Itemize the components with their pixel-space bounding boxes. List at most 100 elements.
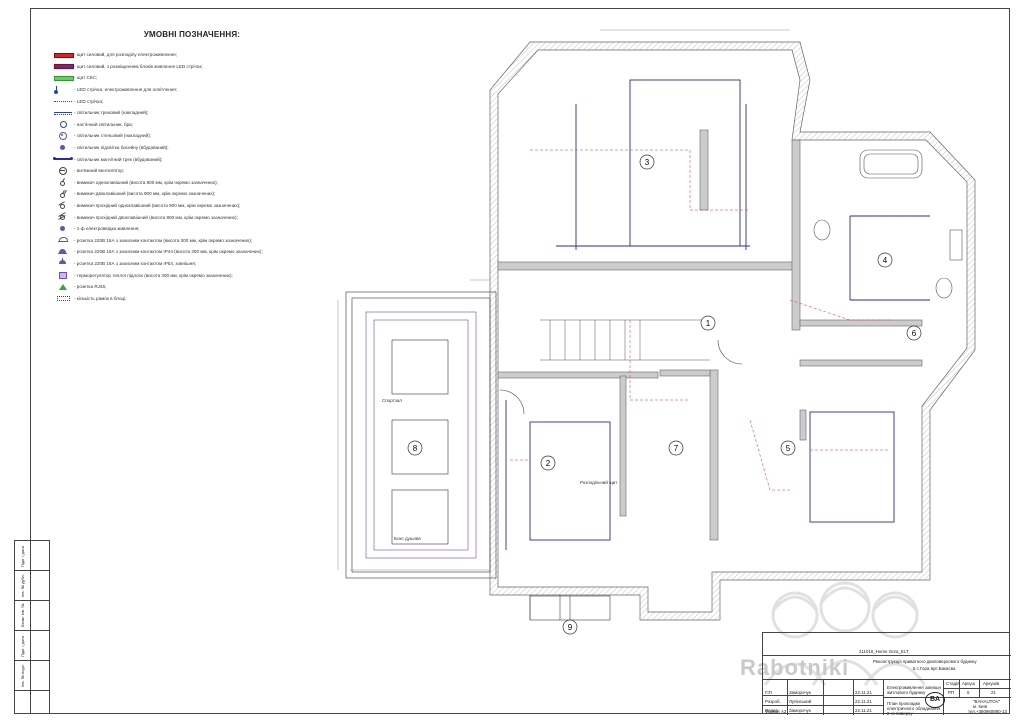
stage-value: РП <box>948 690 955 695</box>
pool-light-icon <box>52 143 74 153</box>
room-number: 5 <box>786 444 791 453</box>
room-number: 3 <box>645 158 650 167</box>
room4-track <box>849 215 930 301</box>
room-marker-4: 4 <box>877 252 893 268</box>
ceiling-light-icon <box>52 131 74 141</box>
legend-item: - LED стрічка; <box>52 95 292 107</box>
legend-item-text: - терморегулятор теплої підлоги (висота … <box>74 272 233 278</box>
legend-item: - кількість рамок в блоці; <box>52 292 292 304</box>
legend-item-text: - щит силовий, для розподілу електроживл… <box>74 52 177 58</box>
legend-item-text: - розетка RJ45; <box>74 284 107 290</box>
approval-cell-label: Взам. інв. № <box>20 603 25 627</box>
legend-list: - щит силовий, для розподілу електроживл… <box>52 49 292 304</box>
watermark-text: Rabotniki <box>740 655 850 680</box>
approval-cell: Підп. і дата <box>15 541 49 571</box>
company-city: м. Київ <box>973 704 988 709</box>
title-block: 211016_Home Gora_ELT Реконструкція прива… <box>762 632 1011 716</box>
panel-scs-icon <box>52 73 74 83</box>
project-name: Реконструкція приватного двоповерхового … <box>873 659 977 664</box>
company-logo: BA <box>925 692 945 708</box>
name-1: Заморочук <box>789 690 811 695</box>
box-label: Бокс душова <box>394 536 421 541</box>
section-name: Електроживлення зовнішн житлового будинк… <box>887 685 941 695</box>
legend-item: - щит силовий, з розміщенням блоків живл… <box>52 61 292 73</box>
panel-led-icon <box>52 61 74 71</box>
role-3: Перев. <box>765 708 780 713</box>
legend: УМОВНІ ПОЗНАЧЕННЯ: - щит силовий, для ро… <box>52 30 292 304</box>
room3-track <box>556 79 750 250</box>
sheet-frame <box>30 8 1010 714</box>
wall-light-icon <box>52 119 74 129</box>
legend-item: - розетка RJ45; <box>52 281 292 293</box>
sheet-name: План прокладки електричного обладнання 2… <box>887 701 940 716</box>
approval-cell-label: Підп. і дата <box>20 636 25 657</box>
legend-item: - розетка 220В 16А з захисним контактом … <box>52 235 292 247</box>
approval-cell-label: Підп. і дата <box>20 546 25 567</box>
legend-item: - вимикач прохідний двоклавішний (висота… <box>52 211 292 223</box>
role-1: ГІП <box>765 690 772 695</box>
socket-16a-icon <box>52 235 74 245</box>
stairs <box>540 319 710 361</box>
switch-pass-double-icon <box>52 212 74 222</box>
room-number: 2 <box>546 459 551 468</box>
socket-ip54-icon <box>52 258 74 268</box>
legend-item: - вимикач одноклавішний (висота 900 мм, … <box>52 177 292 189</box>
legend-item-text: - світильник магнітний трек (вбудований)… <box>74 156 163 162</box>
legend-title: УМОВНІ ПОЗНАЧЕННЯ: <box>143 30 241 39</box>
room-number: 1 <box>706 319 711 328</box>
sheets-label: Аркушів <box>983 681 1000 686</box>
frame-count-icon <box>52 293 74 303</box>
room2-track <box>505 400 611 550</box>
legend-item-text: - LED стрічка; <box>74 98 104 104</box>
legend-item-text: - світильник трековий (накладний); <box>74 110 149 116</box>
led-strip-power-icon <box>52 85 74 95</box>
name-3: Заморочук <box>789 708 811 713</box>
legend-item-text: - щит СКС; <box>74 75 98 81</box>
legend-item-text: - вимикач прохідний двоклавішний (висота… <box>74 214 238 220</box>
legend-item: - вимикач прохідний одноклавішний (висот… <box>52 200 292 212</box>
legend-item-text: - кількість рамок в блоці; <box>74 295 127 301</box>
socket-rj45-icon <box>52 282 74 292</box>
legend-item: - терморегулятор теплої підлоги (висота … <box>52 269 292 281</box>
project-location: в с.Гора вул.Бакасва <box>913 666 956 671</box>
legend-item-text: - вимикач одноклавішний (висота 900 мм, … <box>74 179 218 185</box>
room5-track <box>809 411 895 523</box>
switch-pass-single-icon <box>52 200 74 211</box>
legend-item: - світильник підсвітка басейну (вбудован… <box>52 142 292 154</box>
legend-item: - щит СКС; <box>52 72 292 84</box>
stage-label: Стадія <box>946 681 960 686</box>
legend-item-text: - вимикач двоклавішний (висота 900 мм, к… <box>74 191 216 197</box>
legend-item-text: - розетка 220В 16А з захисним контактом … <box>74 260 197 266</box>
name-2: Лупінський <box>789 699 812 704</box>
legend-item-text: - світильник підсвітка басейну (вбудован… <box>74 145 169 151</box>
room8-label: Спортзал <box>382 398 402 403</box>
approval-cell: Підп. і дата <box>15 631 49 661</box>
legend-item: - щит силовий, для розподілу електроживл… <box>52 49 292 61</box>
led-strip-icon <box>52 96 74 106</box>
date-1: 22.11.21 <box>855 690 872 695</box>
approval-cell-label: Інв. № дубл. <box>20 573 25 597</box>
sheet-value: 6 <box>967 690 970 695</box>
legend-item-text: - настінний світильник, бра; <box>74 121 133 127</box>
room-marker-7: 7 <box>668 440 684 456</box>
legend-item: - світильник стельовий (накладний); <box>52 130 292 142</box>
company-name: "BAHAUTOV" <box>973 699 1001 704</box>
room-number: 9 <box>568 623 573 632</box>
legend-item: - 1-ф електроввідка живлення; <box>52 223 292 235</box>
bathtub <box>813 149 963 299</box>
legend-item: - світильник магнітний трек (вбудований)… <box>52 153 292 165</box>
exhaust-fan-icon <box>52 166 74 176</box>
thermostat-icon <box>52 270 74 280</box>
dimensions <box>337 29 790 571</box>
room-marker-1: 1 <box>700 315 716 331</box>
legend-item: - вимикач двоклавішний (висота 900 мм, к… <box>52 188 292 200</box>
legend-item: - настінний світильник, бра; <box>52 119 292 131</box>
room-number: 7 <box>674 444 679 453</box>
room-marker-8: 8 <box>407 440 423 456</box>
legend-item-text: - витяжний вентилятор; <box>74 168 125 174</box>
power-outlet-1f-icon <box>52 224 74 234</box>
legend-item-text: - розетка 220В 16А з захисним контактом … <box>74 237 253 243</box>
